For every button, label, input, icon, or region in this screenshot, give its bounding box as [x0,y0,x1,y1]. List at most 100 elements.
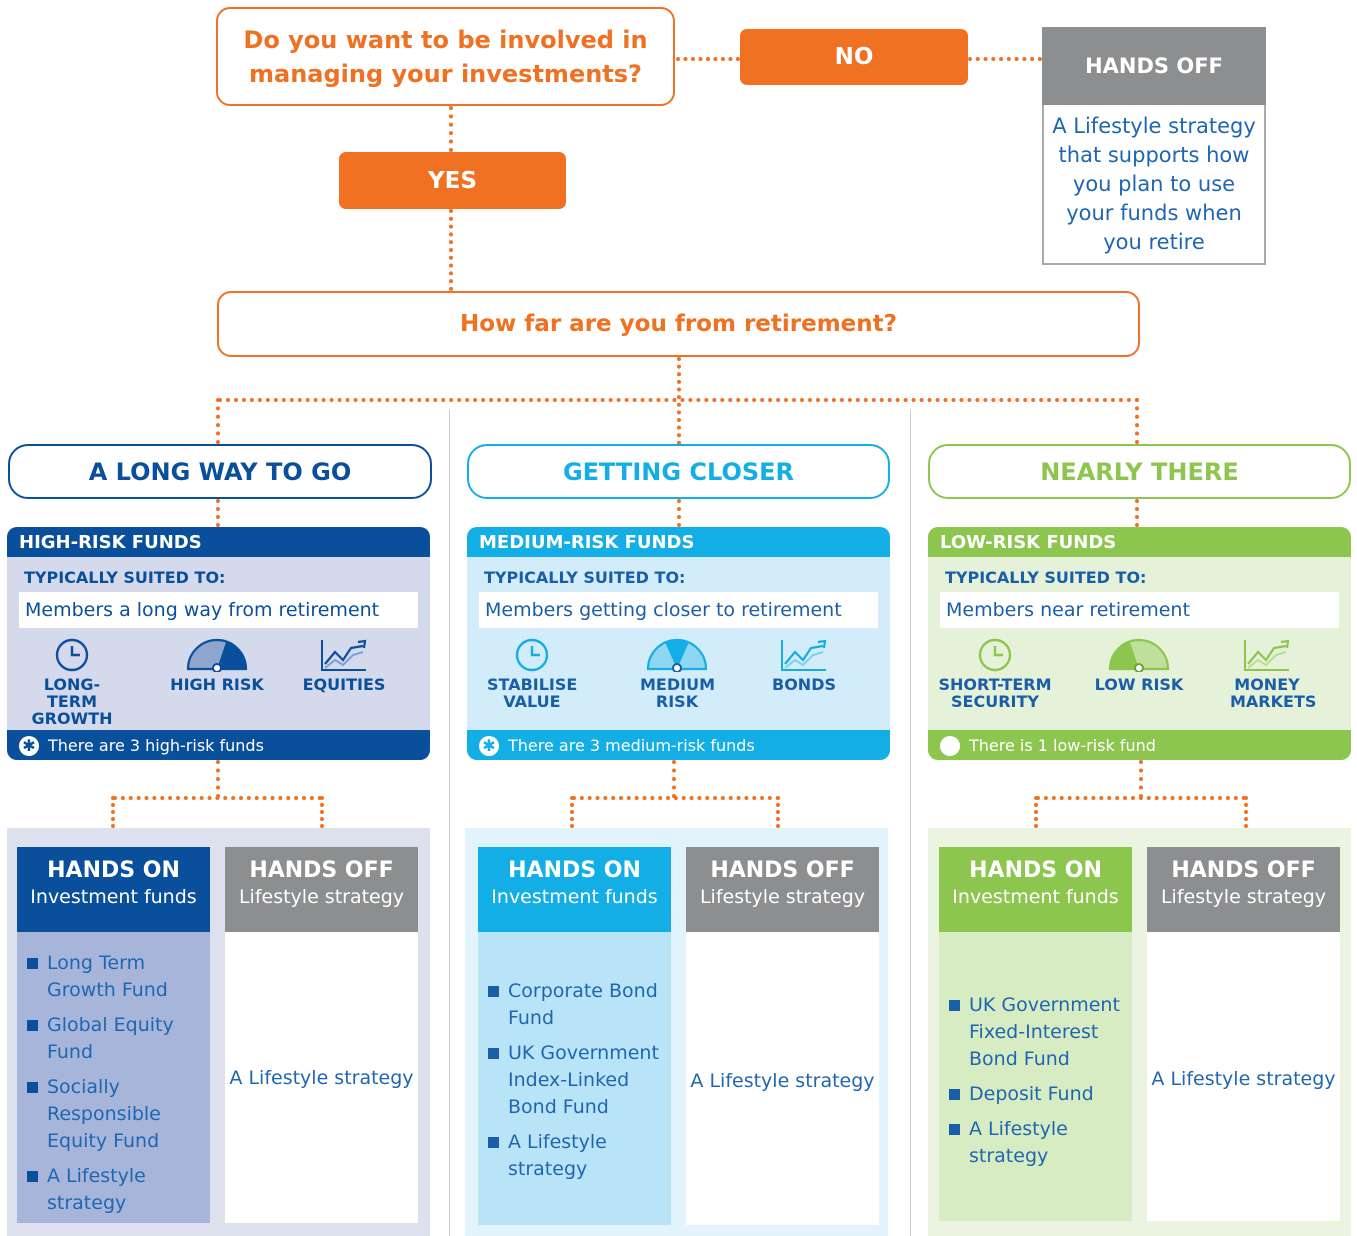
hands-off-column: HANDS OFF Lifestyle strategy A Lifestyle… [225,847,418,1223]
feature-long-term-growth: LONG-TERM GROWTH [7,638,137,727]
feature-label: HIGH RISK [170,675,264,694]
fund-count: There are 3 high-risk funds [48,736,264,755]
feature-high-risk: HIGH RISK [152,638,282,693]
asterisk-icon: ✱ [479,736,499,756]
stage-label: A LONG WAY TO GO [88,457,352,486]
fund-item: UK Government Fixed-Interest Bond Fund [939,992,1132,1073]
fund-list: Corporate Bond Fund UK Government Index-… [478,978,671,1183]
involvement-question: Do you want to be involved in managing y… [243,25,648,88]
suited-text: Members a long way from retirement [19,592,418,628]
card-header: LOW-RISK FUNDS [928,527,1351,557]
hands-off-header: HANDS OFF Lifestyle strategy [686,847,879,932]
lifestyle-text: A Lifestyle strategy [229,1067,414,1089]
stage-label: GETTING CLOSER [562,457,795,486]
low-risk-funds-card: LOW-RISK FUNDS TYPICALLY SUITED TO: Memb… [928,527,1351,760]
clock-icon [978,638,1012,672]
fund-item: Socially Responsible Equity Fund [17,1074,210,1155]
clock-icon [55,638,89,672]
high-risk-funds-card: HIGH-RISK FUNDS TYPICALLY SUITED TO: Mem… [7,527,430,760]
hands-off-title: HANDS OFF [710,858,855,883]
suited-text: Members getting closer to retirement [479,592,878,628]
stage-long-way-to-go: A LONG WAY TO GO [8,444,432,499]
feature-label: STABILISE VALUE [487,675,578,711]
fund-count: There are 3 medium-risk funds [508,736,755,755]
feature-label: MONEY MARKETS [1230,675,1317,711]
fund-item: A Lifestyle strategy [17,1163,210,1217]
hands-on-column: HANDS ON Investment funds UK Government … [939,847,1132,1221]
hands-off-title: HANDS OFF [1171,858,1316,883]
chart-icon [321,639,367,671]
feature-label: LOW RISK [1094,675,1184,694]
feature-stabilise-value: STABILISE VALUE [467,638,597,710]
fund-item: UK Government Index-Linked Bond Fund [478,1040,671,1121]
hands-off-header: HANDS OFF Lifestyle strategy [1147,847,1340,932]
feature-low-risk: LOW RISK [1074,638,1204,693]
high-risk-options-panel: HANDS ON Investment funds Long Term Grow… [7,828,430,1236]
yes-label: YES [428,167,477,194]
feature-equities: EQUITIES [279,638,409,693]
fund-item: Global Equity Fund [17,1012,210,1066]
fund-list: UK Government Fixed-Interest Bond Fund D… [939,992,1132,1170]
fund-list: Long Term Growth Fund Global Equity Fund… [17,950,210,1217]
feature-medium-risk: MEDIUM RISK [612,638,742,710]
hands-on-column: HANDS ON Investment funds Long Term Grow… [17,847,210,1223]
suited-label: TYPICALLY SUITED TO: [24,568,226,587]
suited-label: TYPICALLY SUITED TO: [945,568,1147,587]
feature-money-markets: MONEY MARKETS [1202,638,1332,710]
gauge-icon [646,638,708,672]
stage-getting-closer: GETTING CLOSER [467,444,890,499]
hands-on-title: HANDS ON [508,858,641,883]
hands-on-header: HANDS ON Investment funds [17,847,210,932]
hands-on-subtitle: Investment funds [952,886,1119,908]
hands-off-top-title: HANDS OFF [1085,54,1223,78]
retirement-question-box: How far are you from retirement? [217,291,1140,357]
low-risk-options-panel: HANDS ON Investment funds UK Government … [928,828,1351,1236]
hands-on-subtitle: Investment funds [30,886,197,908]
hands-off-subtitle: Lifestyle strategy [238,886,405,908]
hands-off-title: HANDS OFF [249,858,394,883]
no-label: NO [834,44,874,70]
fund-item: Long Term Growth Fund [17,950,210,1004]
feature-label: SHORT-TERM SECURITY [938,675,1052,711]
hands-off-top-text: A Lifestyle strategy that supports how y… [1052,113,1256,254]
feature-label: EQUITIES [302,675,386,694]
hands-off-top-description: A Lifestyle strategy that supports how y… [1042,105,1266,265]
hands-on-column: HANDS ON Investment funds Corporate Bond… [478,847,671,1225]
hands-on-subtitle: Investment funds [491,886,658,908]
hands-off-top-header: HANDS OFF [1042,27,1266,105]
gauge-icon [1108,638,1170,672]
stage-label: NEARLY THERE [1040,457,1239,486]
involvement-question-box: Do you want to be involved in managing y… [216,7,675,106]
dot-icon [940,736,960,756]
fund-count-bar: ✱ There are 3 high-risk funds [7,730,430,760]
lifestyle-text: A Lifestyle strategy [690,1070,875,1092]
hands-off-column: HANDS OFF Lifestyle strategy A Lifestyle… [1147,847,1340,1221]
gauge-icon [186,638,248,672]
suited-label: TYPICALLY SUITED TO: [484,568,686,587]
medium-risk-funds-card: MEDIUM-RISK FUNDS TYPICALLY SUITED TO: M… [467,527,890,760]
stage-nearly-there: NEARLY THERE [928,444,1351,499]
feature-short-term-security: SHORT-TERM SECURITY [930,638,1060,710]
hands-on-header: HANDS ON Investment funds [939,847,1132,932]
hands-on-title: HANDS ON [47,858,180,883]
lifestyle-text: A Lifestyle strategy [1151,1068,1336,1090]
fund-item: Corporate Bond Fund [478,978,671,1032]
feature-bonds: BONDS [739,638,869,693]
hands-off-subtitle: Lifestyle strategy [1160,886,1327,908]
fund-count: There is 1 low-risk fund [969,736,1156,755]
retirement-question: How far are you from retirement? [460,311,897,337]
card-header: MEDIUM-RISK FUNDS [467,527,890,557]
suited-text: Members near retirement [940,592,1339,628]
asterisk-icon: ✱ [19,736,39,756]
fund-count-bar: ✱ There are 3 medium-risk funds [467,730,890,760]
fund-item: A Lifestyle strategy [939,1116,1132,1170]
hands-on-title: HANDS ON [969,858,1102,883]
fund-count-bar: There is 1 low-risk fund [928,730,1351,760]
no-answer-pill: NO [740,29,968,85]
medium-risk-options-panel: HANDS ON Investment funds Corporate Bond… [465,828,888,1236]
feature-label: LONG-TERM GROWTH [31,675,113,728]
hands-on-header: HANDS ON Investment funds [478,847,671,932]
chart-icon [1244,639,1290,671]
fund-item: A Lifestyle strategy [478,1129,671,1183]
yes-answer-pill: YES [339,152,566,209]
